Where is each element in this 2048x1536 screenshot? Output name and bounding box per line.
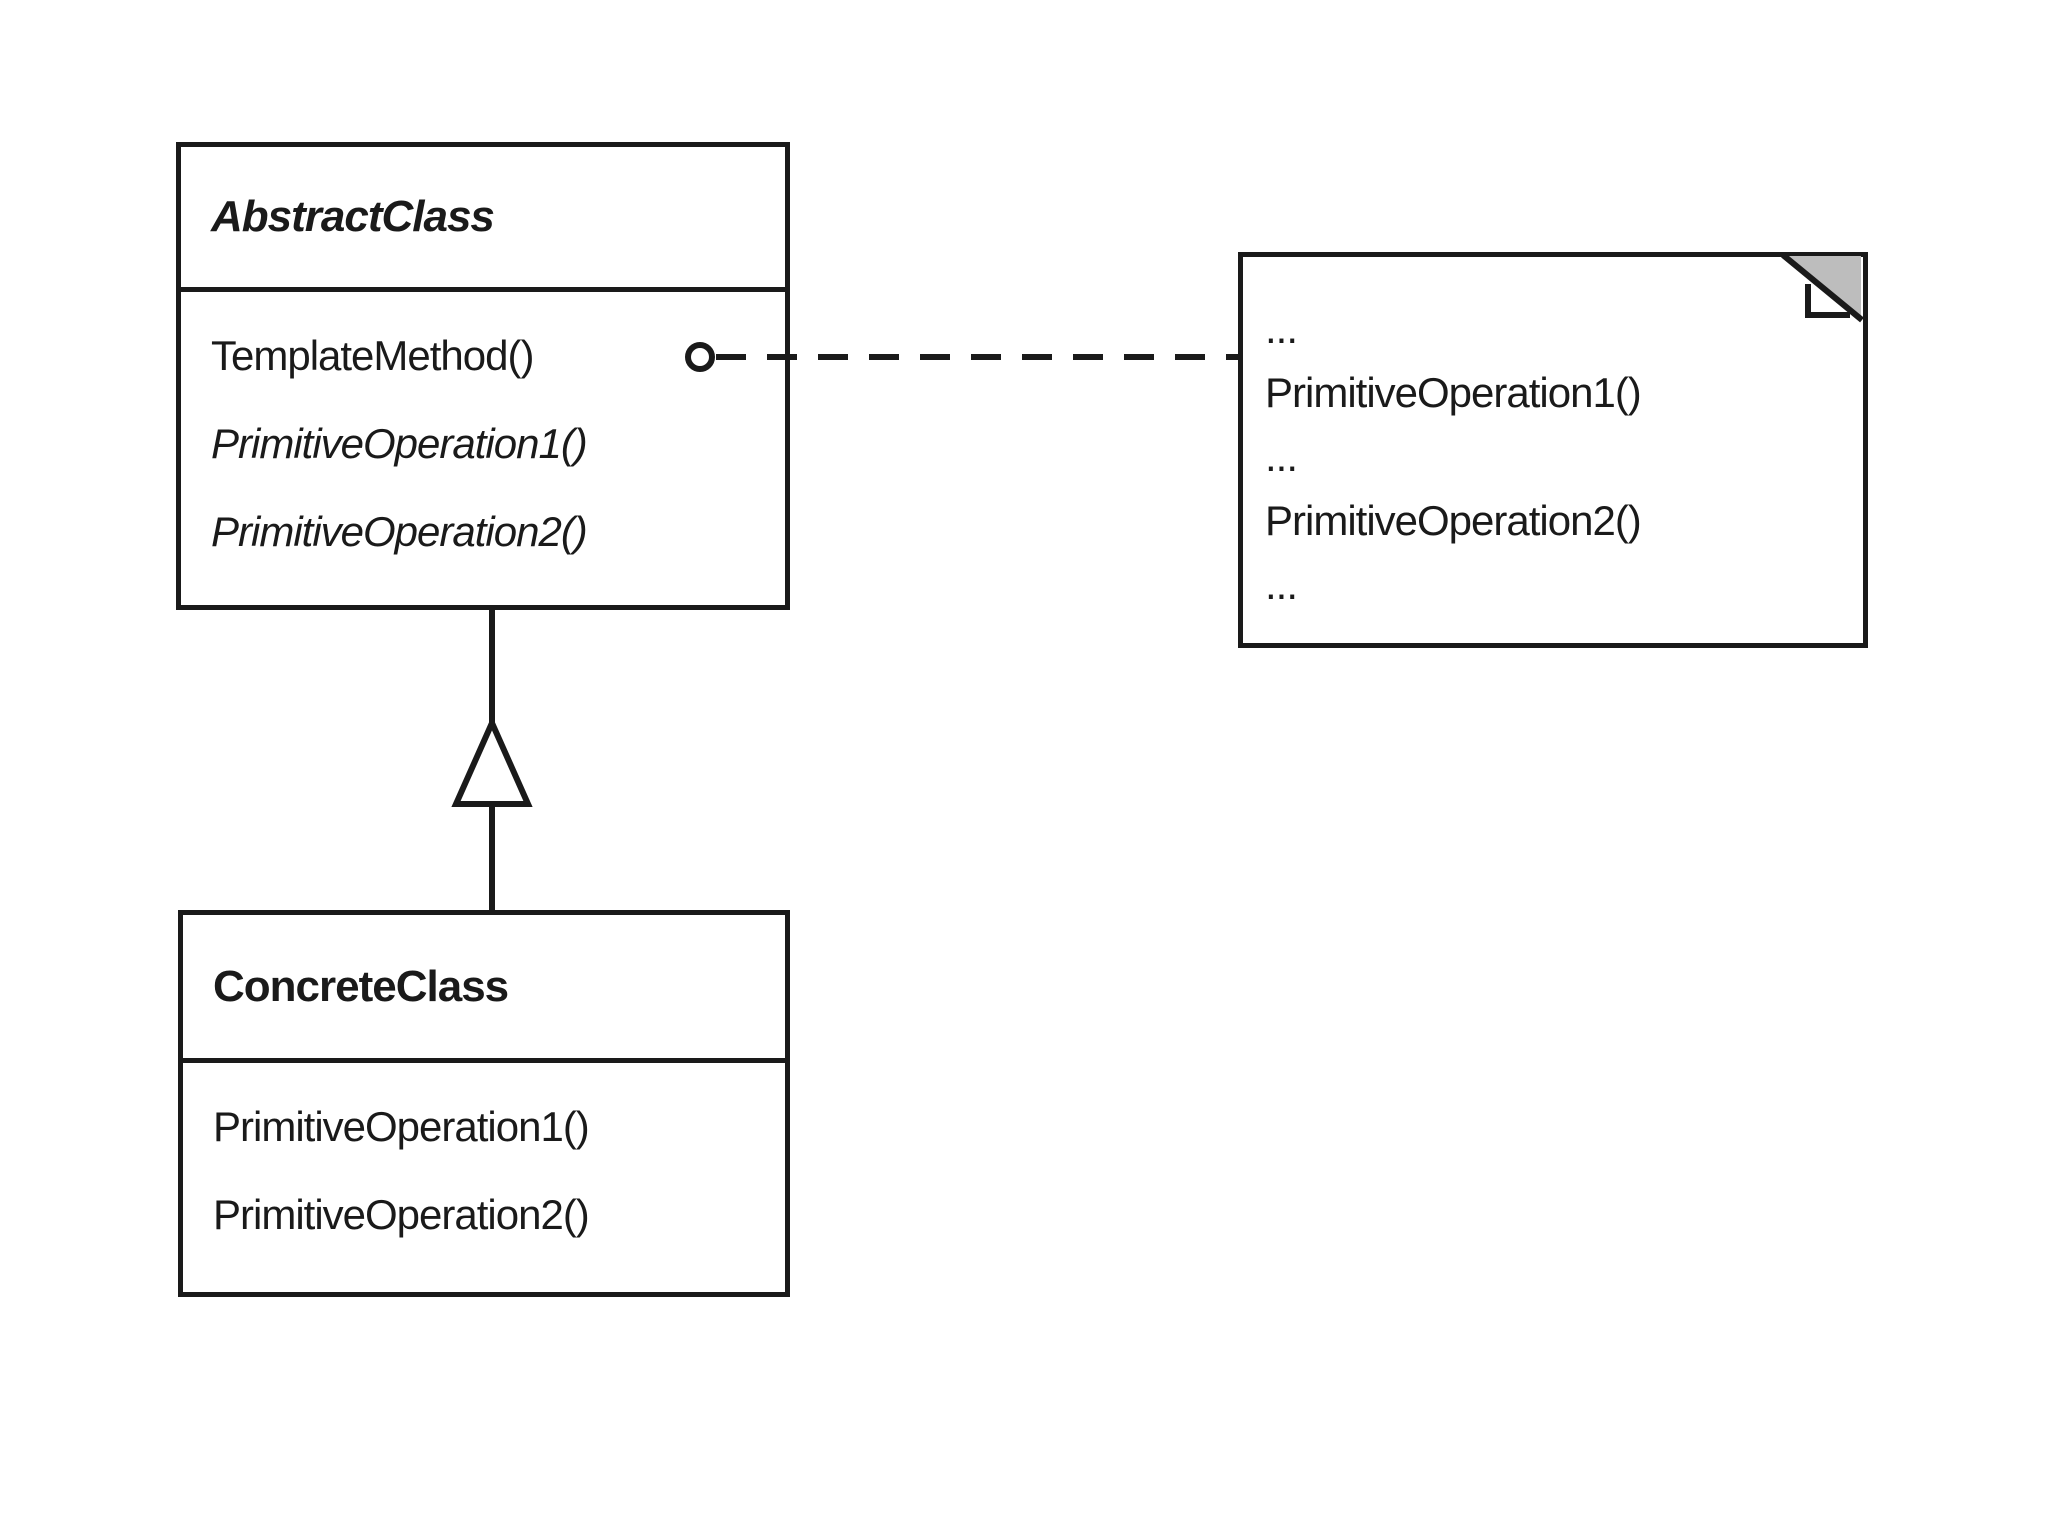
note-line: ... [1265,561,1298,608]
method-primitive-operation-1: PrimitiveOperation1() [213,1103,590,1150]
abstract-class-name: AbstractClass [181,147,785,292]
abstract-class-methods: TemplateMethod() PrimitiveOperation1() P… [181,292,785,576]
method-template-method: TemplateMethod() [211,332,534,379]
method-primitive-operation-1: PrimitiveOperation1() [211,420,588,467]
inheritance-triangle-icon [451,715,533,807]
uml-class-box-concrete: ConcreteClass PrimitiveOperation1() Prim… [178,910,790,1297]
concrete-class-name: ConcreteClass [183,915,785,1063]
note-box: ... PrimitiveOperation1() ... PrimitiveO… [1238,252,1868,648]
method-primitive-operation-2: PrimitiveOperation2() [211,508,588,555]
note-line: PrimitiveOperation2() [1265,497,1642,544]
note-line: ... [1265,433,1298,480]
note-line: ... [1265,305,1298,352]
note-line: PrimitiveOperation1() [1265,369,1642,416]
uml-class-box-abstract: AbstractClass TemplateMethod() Primitive… [176,142,790,610]
concrete-class-methods: PrimitiveOperation1() PrimitiveOperation… [183,1063,785,1259]
note-text: ... PrimitiveOperation1() ... PrimitiveO… [1243,257,1863,617]
method-primitive-operation-2: PrimitiveOperation2() [213,1191,590,1238]
